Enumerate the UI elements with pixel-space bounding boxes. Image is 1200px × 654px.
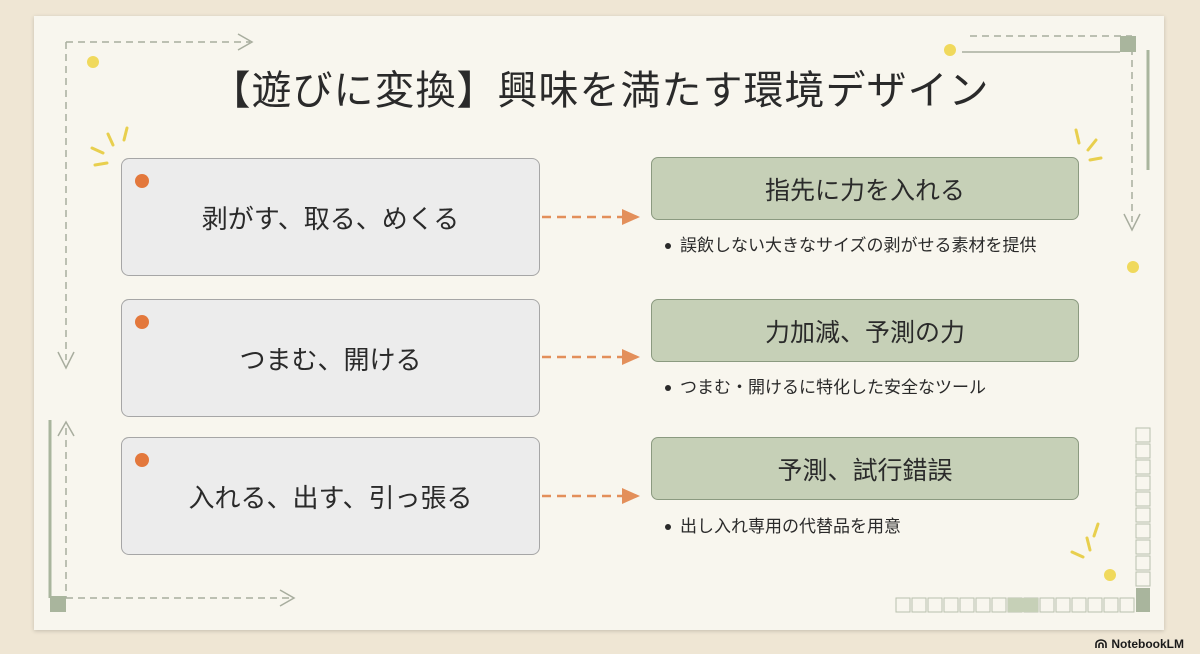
bullet-dot-icon <box>135 174 149 188</box>
bullet-dot-icon <box>135 315 149 329</box>
page-title: 【遊びに変換】興味を満たす環境デザイン <box>210 68 990 114</box>
action-label: 入れる、出す、引っ張る <box>188 483 473 514</box>
action-label: 剥がす、取る、めくる <box>201 204 460 235</box>
action-box: つまむ、開ける <box>121 299 540 417</box>
brand-label: NotebookLM <box>1111 637 1184 651</box>
bullet-icon <box>665 524 671 530</box>
brand-watermark: NotebookLM <box>1095 637 1184 651</box>
provision-text: 出し入れ専用の代替品を用意 <box>680 517 901 537</box>
action-label: つまむ、開ける <box>239 345 422 376</box>
bullet-icon <box>665 385 671 391</box>
provision-text: つまむ・開けるに特化した安全なツール <box>680 378 986 398</box>
bullet-dot-icon <box>135 453 149 467</box>
skill-box: 予測、試行錯誤 <box>651 437 1079 500</box>
provision-item: 誤飲しない大きなサイズの剥がせる素材を提供 <box>665 234 1065 258</box>
provision-item: 出し入れ専用の代替品を用意 <box>665 515 1065 539</box>
provision-item: つまむ・開けるに特化した安全なツール <box>665 376 1065 400</box>
action-box: 入れる、出す、引っ張る <box>121 437 540 555</box>
provision-text: 誤飲しない大きなサイズの剥がせる素材を提供 <box>680 236 1037 256</box>
action-box: 剥がす、取る、めくる <box>121 158 540 276</box>
bullet-icon <box>665 243 671 249</box>
skill-box: 指先に力を入れる <box>651 157 1079 220</box>
skill-box: 力加減、予測の力 <box>651 299 1079 362</box>
notebooklm-logo-icon <box>1095 639 1108 648</box>
